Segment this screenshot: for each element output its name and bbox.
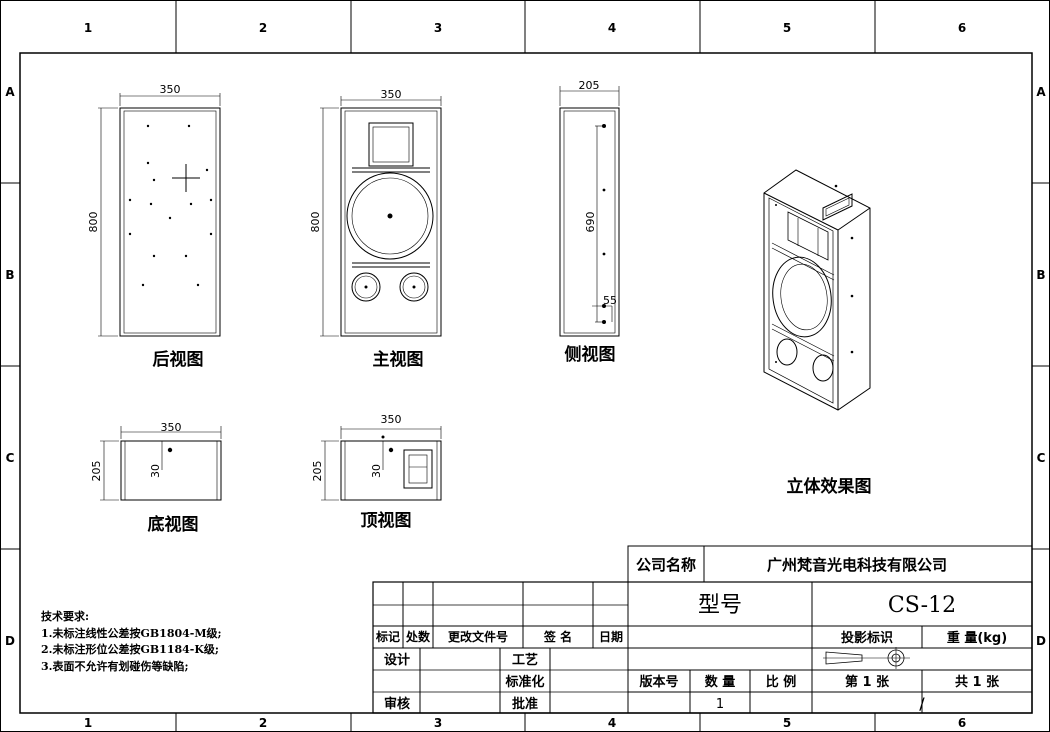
scale-label: 比 例 (766, 674, 797, 690)
rear-height-dimension: 800 (87, 212, 100, 233)
quantity-label: 数 量 (705, 674, 736, 690)
tech-requirement-item: 2.未标注形位公差按GB1184-K级; (41, 642, 219, 656)
front-view-label: 主视图 (373, 349, 424, 370)
zone-col-1: 1 (84, 21, 92, 35)
zone-col-3-bottom: 3 (434, 716, 442, 730)
bottom-offset-dimension: 30 (149, 464, 162, 478)
rev-header-doc: 更改文件号 (448, 629, 508, 644)
model-value: CS-12 (888, 593, 956, 618)
bottom-width-dimension: 350 (161, 421, 182, 434)
side-offset-dimension: 55 (603, 294, 617, 307)
zone-col-4: 4 (608, 21, 616, 35)
front-width-dimension: 350 (381, 88, 402, 101)
company-label: 公司名称 (636, 556, 696, 574)
rear-width-dimension: 350 (160, 83, 181, 96)
zone-col-6-bottom: 6 (958, 716, 966, 730)
zone-col-2-bottom: 2 (259, 716, 267, 730)
zone-col-3: 3 (434, 21, 442, 35)
projection-label: 投影标识 (841, 630, 893, 646)
rear-view-label: 后视图 (153, 349, 204, 370)
standard-label: 标准化 (504, 674, 544, 690)
zone-row-b-right: B (1036, 268, 1045, 282)
zone-col-2: 2 (259, 21, 267, 35)
isometric-view (763, 169, 871, 411)
rev-header-date: 日期 (599, 629, 623, 644)
zone-row-c: C (6, 451, 15, 465)
design-label: 设计 (384, 652, 410, 668)
front-view (320, 96, 442, 337)
title-block (372, 545, 1033, 714)
model-label: 型号 (698, 593, 742, 618)
zone-col-4-bottom: 4 (608, 716, 616, 730)
zone-col-5: 5 (783, 21, 791, 35)
scale-value: / (919, 694, 925, 713)
bottom-depth-dimension: 205 (90, 461, 103, 482)
bottom-view-label: 底视图 (148, 514, 199, 535)
rev-header-count: 处数 (405, 629, 431, 644)
top-offset-dimension: 30 (370, 464, 383, 478)
top-view-label: 顶视图 (361, 510, 412, 531)
tech-requirement-item: 3.表面不允许有划碰伤等缺陷; (41, 659, 189, 673)
zone-row-a-right: A (1036, 85, 1046, 99)
side-height-dimension: 690 (584, 212, 597, 233)
zone-col-1-bottom: 1 (84, 716, 92, 730)
top-width-dimension: 350 (381, 413, 402, 426)
sheet-number: 第 1 张 (845, 674, 890, 690)
zone-row-d-right: D (1036, 634, 1046, 648)
zone-row-c-right: C (1037, 451, 1046, 465)
rev-header-mark: 标记 (375, 629, 400, 644)
side-width-dimension: 205 (579, 79, 600, 92)
isometric-view-label: 立体效果图 (787, 476, 872, 497)
front-height-dimension: 800 (309, 212, 322, 233)
top-view (321, 426, 442, 501)
zone-col-5-bottom: 5 (783, 716, 791, 730)
weight-label: 重 量(kg) (947, 630, 1007, 646)
sheet-total: 共 1 张 (955, 674, 1000, 690)
top-depth-dimension: 205 (311, 461, 324, 482)
bottom-view (100, 426, 222, 501)
review-label: 审核 (384, 696, 410, 712)
craft-label: 工艺 (512, 652, 538, 668)
zone-col-6: 6 (958, 21, 966, 35)
tech-requirements-title: 技术要求: (41, 609, 89, 623)
quantity-value: 1 (716, 697, 724, 712)
rev-header-sign: 签 名 (543, 629, 572, 644)
zone-row-b: B (5, 268, 14, 282)
company-name: 广州梵音光电科技有限公司 (767, 556, 947, 574)
zone-row-d: D (5, 634, 15, 648)
rear-view (98, 93, 221, 337)
version-label: 版本号 (639, 674, 678, 690)
tech-requirements: 技术要求: 1.未标注线性公差按GB1804-M级; 2.未标注形位公差按GB1… (41, 609, 222, 673)
approve-label: 批准 (512, 696, 538, 712)
side-view-label: 侧视图 (565, 344, 616, 365)
tech-requirement-item: 1.未标注线性公差按GB1804-M级; (41, 626, 222, 640)
side-view (559, 86, 620, 337)
zone-row-a: A (5, 85, 15, 99)
